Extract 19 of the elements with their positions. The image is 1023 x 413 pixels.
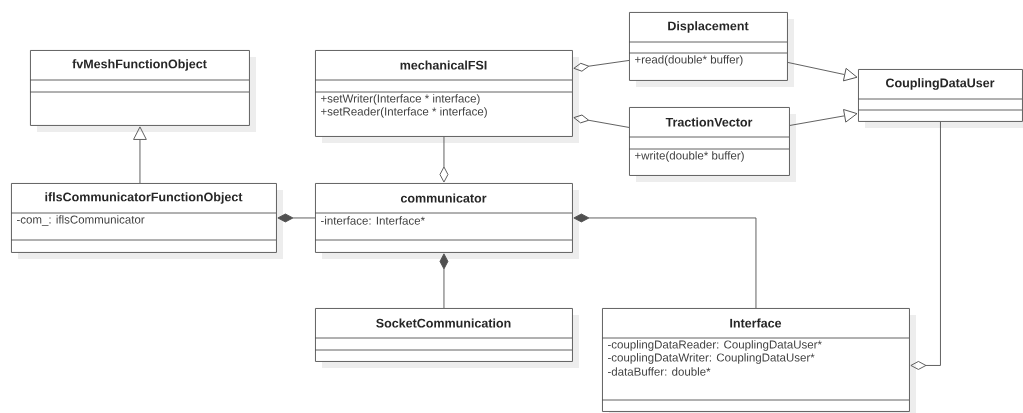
composition-line <box>277 213 316 223</box>
aggregation-line <box>573 114 630 128</box>
aggregation-line <box>573 60 630 72</box>
class-box: Displacement +read(double* buffer) <box>628 12 794 87</box>
aggregation-line <box>910 121 941 370</box>
class-box: CouplingDataUser <box>857 69 1023 128</box>
aggregation-line <box>439 136 449 183</box>
generalization-arrow <box>787 62 858 82</box>
class-box: fvMeshFunctionObject <box>29 50 256 132</box>
class-box: iflsCommunicatorFunctionObject -com_: iflsCommunicator <box>10 183 283 259</box>
generalization-arrow <box>789 109 858 126</box>
composition-line <box>573 213 757 309</box>
class-box: SocketCommunication <box>314 308 579 368</box>
generalization-arrow <box>133 126 147 184</box>
class-box: Interface -couplingDataReader: CouplingDataUser* -couplingDataWriter: CouplingDataUser* -dataBuffer: double* <box>601 308 916 413</box>
class-box: mechanicalFSI +setWriter(Interface * interface) +setReader(Interface * interface) <box>314 50 579 143</box>
class-box: communicator -interface: Interface* <box>314 183 579 259</box>
composition-line <box>439 253 449 309</box>
class-box: TractionVector +write(double* buffer) <box>628 107 796 182</box>
